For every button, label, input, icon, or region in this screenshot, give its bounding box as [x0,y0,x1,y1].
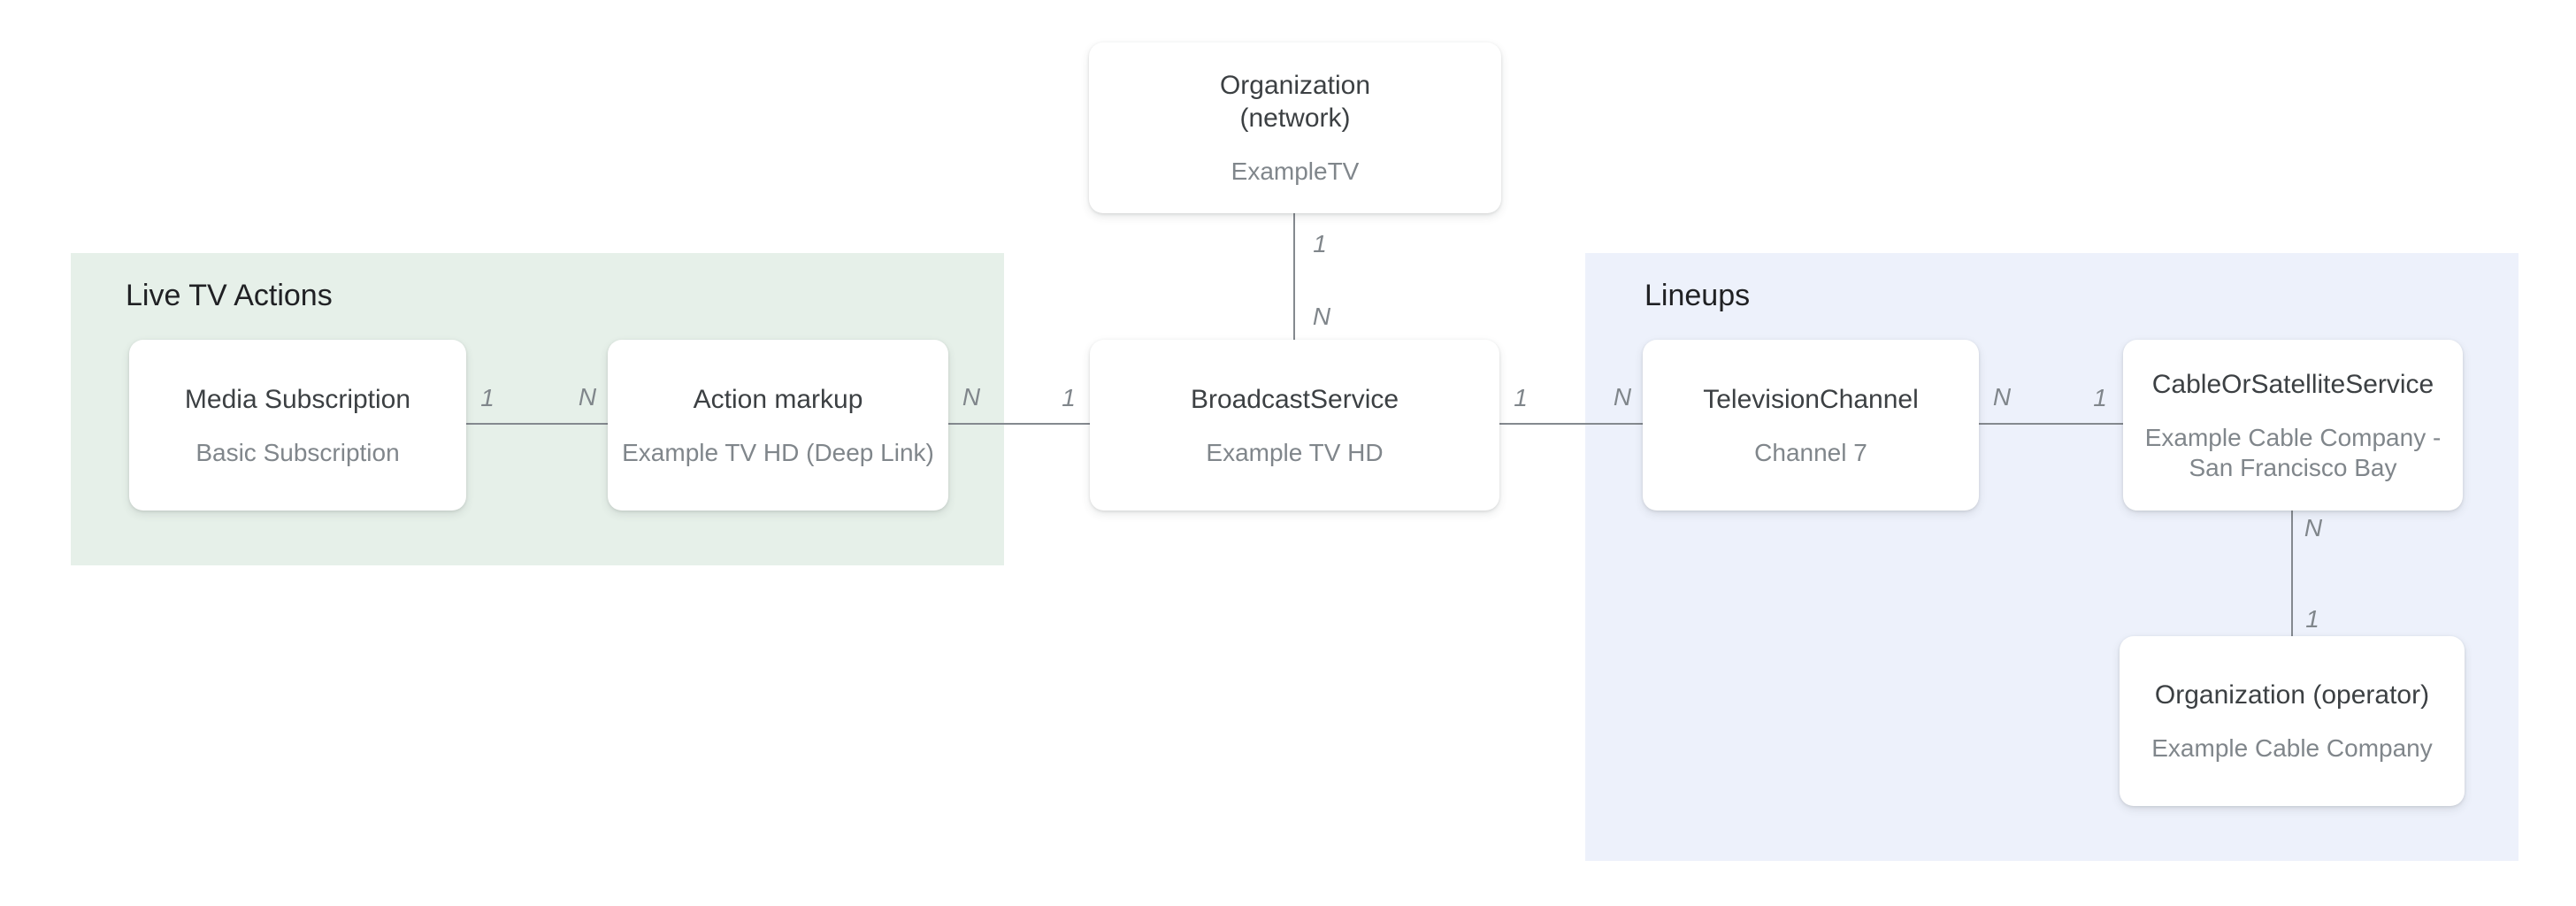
node-broadcast-service: BroadcastService Example TV HD [1090,340,1499,511]
node-cable-or-satellite-service: CableOrSatelliteService Example Cable Co… [2123,340,2463,511]
node-title-organization-network: Organization (network) [1219,71,1371,133]
edge-action-to-broadcast [948,423,1090,425]
node-title-broadcast-service: BroadcastService [1190,384,1399,414]
cardinality-label-network-from: 1 [1313,230,1327,257]
cardinality-label-channel-from: N [1992,383,2012,411]
region-title-lineups: Lineups [1644,279,1751,312]
edge-broadcast-to-channel [1499,423,1643,425]
cardinality-label-action-to: 1 [1062,384,1076,411]
node-subtitle-television-channel: Channel 7 [1754,438,1867,466]
node-title-cable-or-satellite-service: CableOrSatelliteService [2151,369,2434,399]
node-subtitle-media-subscription: Basic Subscription [196,438,400,466]
cardinality-label-cable-to: 1 [2305,605,2319,633]
node-organization-operator: Organization (operator) Example Cable Co… [2120,636,2465,806]
cardinality-label-network-to: N [1312,303,1331,330]
edge-channel-to-cable [1979,423,2123,425]
node-title-television-channel: TelevisionChannel [1703,384,1919,414]
region-title-live-tv-actions: Live TV Actions [126,279,333,312]
node-action-markup: Action markup Example TV HD (Deep Link) [608,340,948,511]
cardinality-label-broadcast-from: 1 [1514,384,1528,411]
node-organization-network: Organization (network) ExampleTV [1089,42,1501,213]
cardinality-label-mediasub-from: 1 [480,384,494,411]
node-title-organization-operator: Organization (operator) [2154,680,2430,710]
edge-cable-to-operator [2291,511,2293,636]
cardinality-label-cable-from: N [2304,514,2323,541]
cardinality-label-broadcast-to: N [1613,383,1632,411]
cardinality-label-channel-to: 1 [2093,384,2107,411]
node-subtitle-broadcast-service: Example TV HD [1206,438,1384,466]
edge-mediasub-to-action [466,423,608,425]
cardinality-label-mediasub-to: N [578,383,597,411]
cardinality-label-action-from: N [962,383,981,411]
node-subtitle-cable-or-satellite-service: Example Cable Company - San Francisco Ba… [2144,423,2442,481]
node-subtitle-action-markup: Example TV HD (Deep Link) [622,438,934,466]
node-media-subscription: Media Subscription Basic Subscription [129,340,466,511]
node-television-channel: TelevisionChannel Channel 7 [1643,340,1979,511]
node-title-media-subscription: Media Subscription [184,384,411,414]
node-title-action-markup: Action markup [693,384,863,414]
edge-network-to-broadcast [1293,213,1295,340]
node-subtitle-organization-network: ExampleTV [1230,157,1360,185]
node-subtitle-organization-operator: Example Cable Company [2151,734,2433,762]
